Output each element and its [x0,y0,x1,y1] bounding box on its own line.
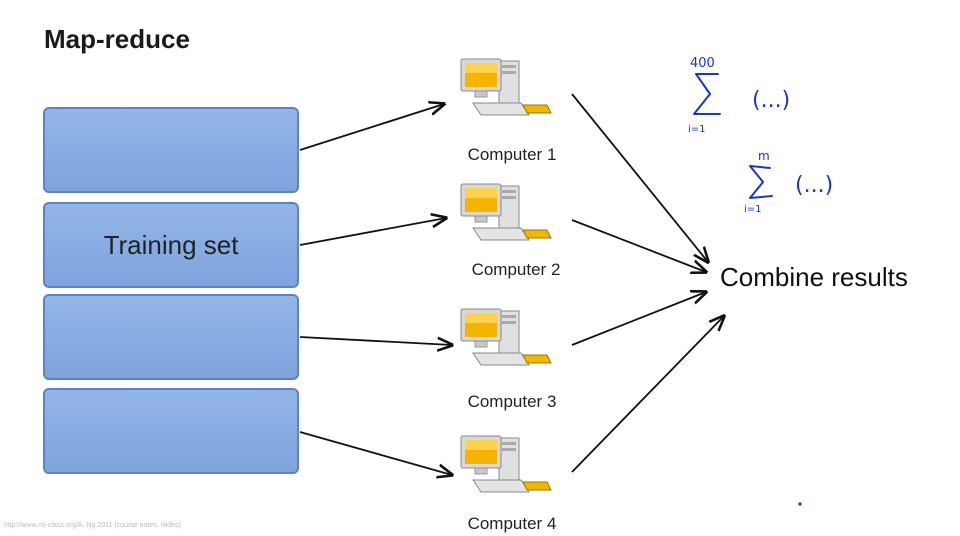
sum2-lower-limit: i=1 [744,204,762,215]
arrow-block4-computer4 [299,431,452,475]
handwritten-sum-1 [693,73,721,115]
training-set-label: Training set [103,229,239,260]
computer-1-label: Computer 1 [467,145,557,164]
arrow-computer1-combine [571,93,708,262]
data-block-1 [43,107,299,193]
computer-4-icon [460,435,552,493]
source-footer: http://www.ml-class.org/A. Ng 2011 (cour… [4,522,181,529]
arrow-block1-computer1 [299,104,444,151]
arrow-computer3-combine [571,292,706,346]
computer-3-label: Computer 3 [467,392,557,411]
arrow-computer4-combine [571,316,724,473]
data-block-2: Training set [43,202,299,288]
arrow-block3-computer3 [299,336,452,345]
computer-1-icon [460,58,552,116]
computer-4-label: Computer 4 [467,514,557,533]
handwritten-sum-2 [749,165,773,199]
arrow-computer2-combine [571,219,706,272]
data-block-3 [43,294,299,380]
sum2-upper-limit: m [758,149,770,163]
slide-title: Map-reduce [44,24,190,54]
ink-dot [798,502,802,506]
data-block-4 [43,388,299,474]
sum1-lower-limit: i=1 [688,124,706,135]
combine-results-label: Combine results [720,262,908,292]
computer-2-icon [460,183,552,241]
computer-3-icon [460,308,552,366]
sum1-body: (...) [752,88,790,113]
sum2-body: (...) [795,173,833,198]
computer-2-label: Computer 2 [471,260,561,279]
sum1-upper-limit: 400 [690,56,715,71]
arrow-block2-computer2 [299,218,446,246]
